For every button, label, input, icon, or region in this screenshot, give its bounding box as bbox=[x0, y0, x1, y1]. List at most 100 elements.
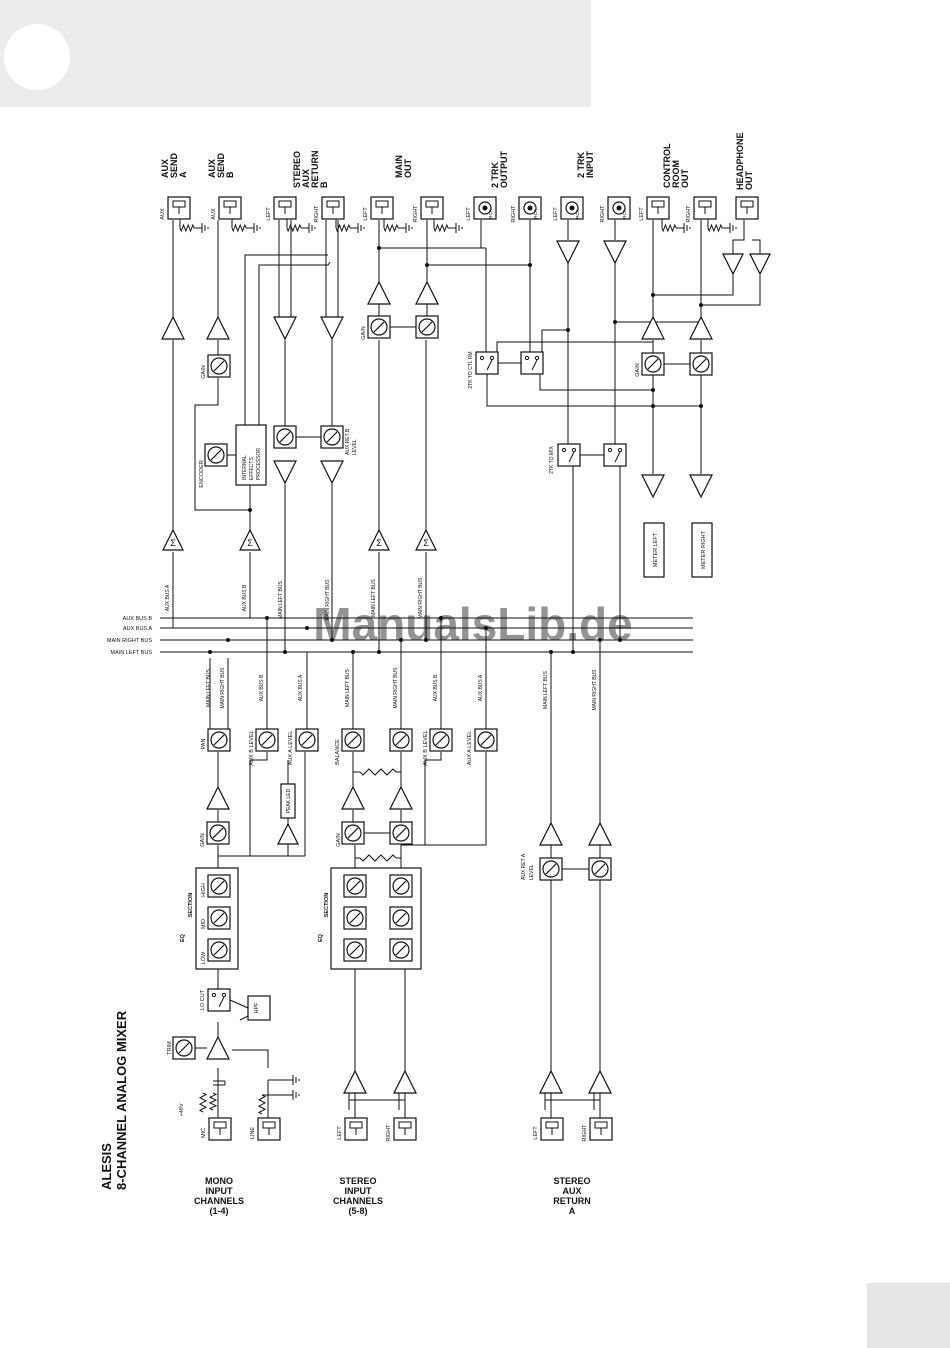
bus-tap-label: MAIN LEFT BUS bbox=[543, 670, 549, 708]
junction-dot bbox=[651, 404, 655, 408]
jack-socket bbox=[594, 1121, 608, 1129]
tk-to-mix-label: 2TK TO MIX bbox=[549, 446, 555, 474]
ground-symbol bbox=[285, 1090, 300, 1100]
switch-contact bbox=[479, 355, 485, 361]
jack-label: LEFT bbox=[639, 207, 645, 221]
knob-pointer bbox=[395, 944, 407, 956]
knob-pointer bbox=[349, 944, 361, 956]
stereo-left-jack bbox=[344, 1117, 368, 1141]
gain-knob-mono bbox=[206, 821, 230, 845]
left-label: LEFT bbox=[337, 1126, 343, 1140]
wire bbox=[232, 1049, 269, 1068]
trim-label: TRIM bbox=[167, 1041, 173, 1055]
control-room-heading: OUT bbox=[680, 169, 690, 189]
resistor bbox=[359, 854, 397, 862]
jack-socket bbox=[213, 1121, 227, 1129]
gain-label: GAIN bbox=[200, 833, 206, 846]
junction-dot bbox=[248, 508, 252, 512]
junction-dot bbox=[208, 650, 212, 654]
resistor bbox=[198, 1092, 208, 1113]
trk-output-heading: OUTPUT bbox=[499, 151, 509, 189]
summing-amplifier bbox=[368, 528, 390, 551]
mono-input-heading: CHANNELS bbox=[194, 1196, 244, 1206]
control-room-gain-right bbox=[689, 352, 713, 376]
bus-label: MAIN RIGHT BUS bbox=[107, 638, 152, 644]
main-out-left-gain bbox=[367, 315, 391, 339]
output-jack bbox=[646, 196, 670, 220]
toggle-switch bbox=[603, 443, 627, 467]
switch-arm bbox=[218, 996, 225, 1008]
trk-input-heading: 2 TRK bbox=[576, 151, 586, 178]
summing-label: MAIN RIGHT BUS bbox=[325, 579, 331, 621]
aux-b-knob-stereo bbox=[429, 728, 453, 752]
gain-label: GAIN bbox=[336, 833, 342, 846]
left-label: LEFT bbox=[533, 1126, 539, 1140]
junction-dot bbox=[571, 650, 575, 654]
main-out-heading: MAIN bbox=[394, 155, 404, 178]
wire bbox=[401, 752, 442, 846]
knob-pointer bbox=[373, 321, 385, 333]
wire bbox=[752, 239, 761, 254]
aux-ret-a-level-label: LEVEL bbox=[529, 864, 535, 880]
ground-symbol bbox=[676, 223, 691, 233]
switch-contact bbox=[561, 447, 567, 453]
coupling-capacitor bbox=[213, 1080, 226, 1086]
aux-b-level-label: AUX B LEVEL bbox=[249, 730, 255, 765]
junction-dot bbox=[226, 638, 230, 642]
knob-pointer bbox=[421, 321, 433, 333]
jack-socket bbox=[740, 200, 754, 208]
control-room-heading: ROOM bbox=[671, 160, 681, 188]
stereo-input-heading: INPUT bbox=[345, 1186, 373, 1196]
knob-pointer bbox=[695, 358, 707, 370]
gain-label: GAIN bbox=[635, 363, 641, 376]
junction-dot bbox=[651, 293, 655, 297]
switch-contact bbox=[524, 355, 530, 361]
meter-left-label: METER LEFT bbox=[653, 532, 659, 567]
wire bbox=[486, 374, 700, 407]
resistor bbox=[257, 1094, 267, 1115]
aux-return-a-heading: RETURN bbox=[553, 1196, 591, 1206]
watermark-text: ManualsLib.de bbox=[313, 598, 632, 650]
junction-dot bbox=[377, 650, 381, 654]
meter-right-label: METER RIGHT bbox=[701, 530, 707, 569]
junction-dot bbox=[424, 638, 428, 642]
rca-connector bbox=[607, 196, 631, 220]
aux-b-knob-mono bbox=[255, 728, 279, 752]
bus-tap-label: AUX BUS B bbox=[259, 674, 265, 701]
jack-socket bbox=[172, 200, 186, 208]
brand-title: ALESIS bbox=[99, 1143, 114, 1190]
jack-socket bbox=[398, 1121, 412, 1129]
encoder-knob bbox=[204, 443, 228, 467]
aux-send-b-heading: AUX bbox=[207, 159, 217, 178]
jack-socket bbox=[278, 200, 292, 208]
aux-ret-a-right-buffer bbox=[588, 821, 612, 846]
switch-contact bbox=[221, 992, 227, 998]
aux-ret-a-left-buffer bbox=[539, 821, 563, 846]
jack-label: LEFT bbox=[466, 207, 472, 221]
bus-tap-label: MAIN RIGHT BUS bbox=[220, 667, 226, 709]
switch-arm bbox=[568, 451, 575, 463]
main-left-amp bbox=[367, 280, 391, 305]
knob-control bbox=[389, 906, 413, 930]
aux-ret-b-level-right bbox=[320, 425, 344, 449]
page-corner-tab bbox=[867, 1283, 950, 1348]
aux-a-knob-mono bbox=[295, 728, 319, 752]
switch-arm bbox=[614, 451, 621, 463]
balance-label: BALANCE bbox=[335, 739, 341, 765]
page-header-circle bbox=[4, 24, 70, 90]
sigma-glyph: Σ bbox=[376, 538, 382, 548]
junction-dot bbox=[598, 638, 602, 642]
jack-socket bbox=[545, 1121, 559, 1129]
aux-send-a-heading: AUX bbox=[160, 159, 170, 178]
junction-dot bbox=[566, 328, 570, 332]
aux-ret-a-left-amp bbox=[539, 1069, 563, 1094]
return-b-left-amp bbox=[273, 316, 297, 341]
peak-led-label: PEAK LED bbox=[286, 788, 292, 813]
resistor bbox=[661, 223, 677, 233]
jack-socket bbox=[349, 1121, 363, 1129]
processor-label: PROCESSOR bbox=[256, 448, 262, 480]
knob-pointer bbox=[279, 431, 291, 443]
eq-low-label: LOW bbox=[201, 951, 207, 964]
knob-control bbox=[207, 906, 231, 930]
